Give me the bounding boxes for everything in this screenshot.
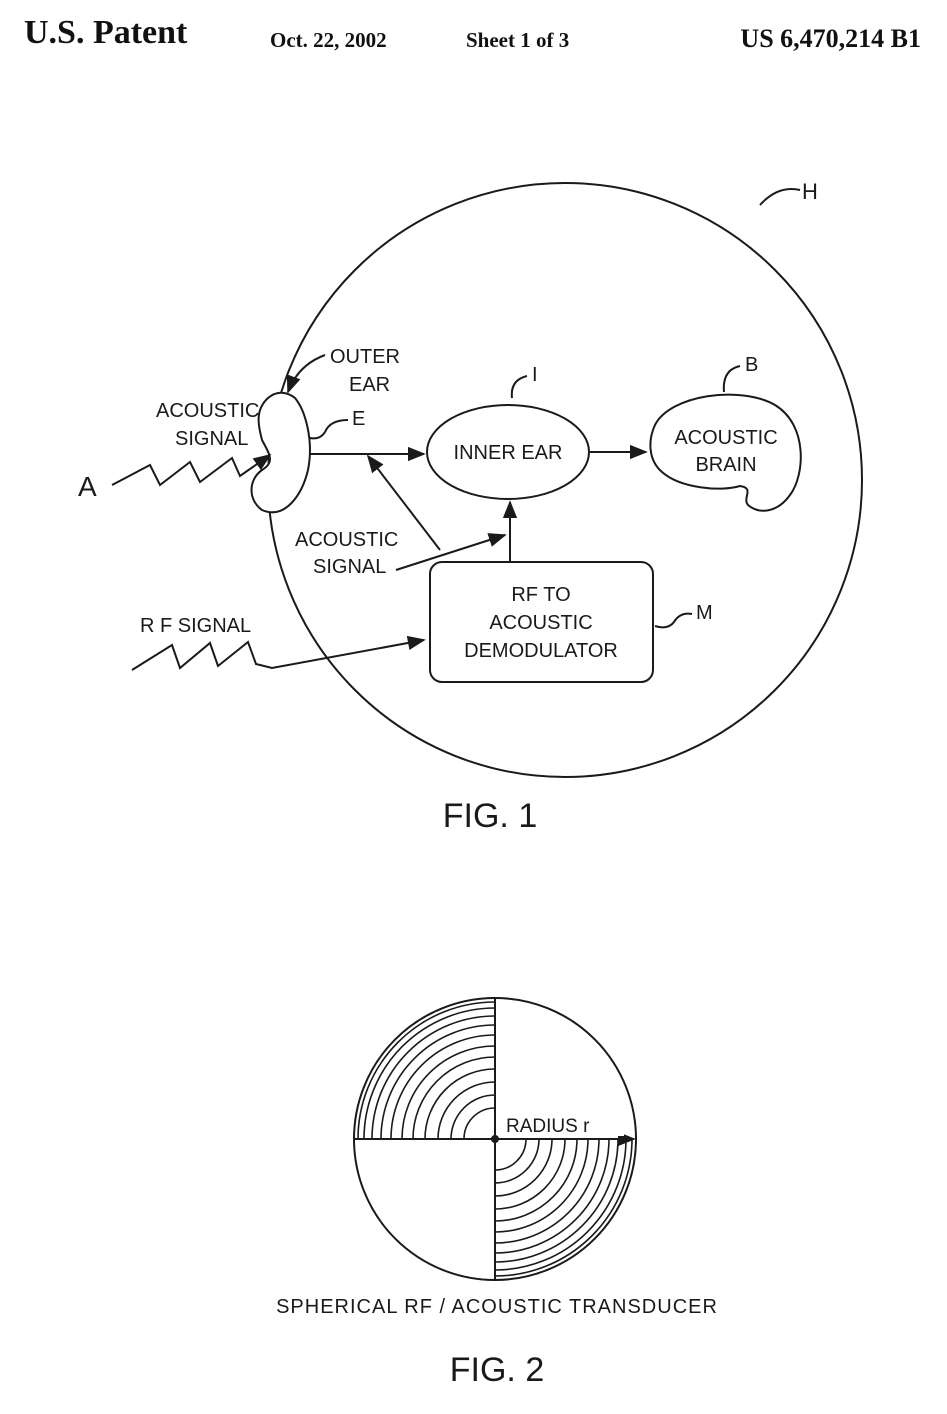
acoustic-brain-label-2: BRAIN — [695, 454, 756, 476]
upper-left-arcs — [357, 1001, 496, 1140]
fig2-diagram: RADIUS r SPHERICAL RF / ACOUSTIC TRANSDU… — [276, 997, 718, 1389]
head-circle — [267, 182, 863, 778]
inner-ear-leader — [510, 375, 528, 399]
transducer-title: SPHERICAL RF / ACOUSTIC TRANSDUCER — [276, 1296, 718, 1318]
outer-ear-label-1: OUTER — [330, 346, 400, 368]
ear-label: E — [352, 408, 365, 430]
fig1-caption: FIG. 1 — [443, 797, 537, 835]
radius-label: RADIUS r — [506, 1116, 590, 1137]
lower-right-arcs — [494, 1138, 633, 1277]
inner-ear-ref-label: I — [532, 364, 538, 386]
acoustic-signal-mid-label-1: ACOUSTIC — [295, 529, 398, 551]
head-leader — [759, 188, 801, 206]
demod-leader — [654, 612, 693, 629]
outer-ear-shape — [250, 391, 311, 514]
rf-wave-zigzag — [131, 635, 426, 671]
ear-leader — [309, 419, 349, 440]
acoustic-signal-top-label-2: SIGNAL — [175, 428, 248, 450]
acoustic-signal-to-ear-line-arrow — [366, 454, 441, 551]
radius-label-bg — [502, 1114, 624, 1136]
outer-ear-label-2: EAR — [349, 374, 390, 396]
acoustic-brain-label-1: ACOUSTIC — [674, 427, 777, 449]
acoustic-signal-top-label-1: ACOUSTIC — [156, 400, 259, 422]
input-a-label: A — [78, 471, 97, 502]
patent-sheet: Sheet 1 of 3 — [466, 28, 570, 52]
demod-ref-label: M — [696, 602, 713, 624]
inner-ear-node — [426, 404, 590, 500]
outer-ear-arrow — [286, 354, 326, 394]
brain-leader — [722, 365, 741, 393]
patent-date: Oct. 22, 2002 — [270, 28, 387, 52]
demodulator-box — [429, 561, 654, 683]
patent-number: US 6,470,214 B1 — [740, 24, 921, 53]
rf-signal-label: R F SIGNAL — [140, 615, 251, 637]
demod-label-2: ACOUSTIC — [489, 612, 592, 634]
demod-label-3: DEMODULATOR — [464, 640, 618, 662]
acoustic-signal-to-inner-arrow — [395, 533, 507, 571]
demod-label-1: RF TO — [511, 584, 570, 606]
sphere-center-dot — [491, 1135, 499, 1143]
patent-header-title: U.S. Patent — [24, 14, 188, 51]
inner-ear-label: INNER EAR — [454, 442, 563, 464]
acoustic-brain-node — [649, 393, 802, 512]
head-label: H — [802, 179, 818, 204]
brain-ref-label: B — [745, 354, 758, 376]
fig1-diagram: H OUTER EAR ACOUSTIC SIGNAL E A I INNER … — [78, 179, 863, 835]
acoustic-wave-zigzag — [111, 453, 272, 487]
fig2-caption: FIG. 2 — [450, 1351, 544, 1389]
acoustic-signal-mid-label-2: SIGNAL — [313, 556, 386, 578]
